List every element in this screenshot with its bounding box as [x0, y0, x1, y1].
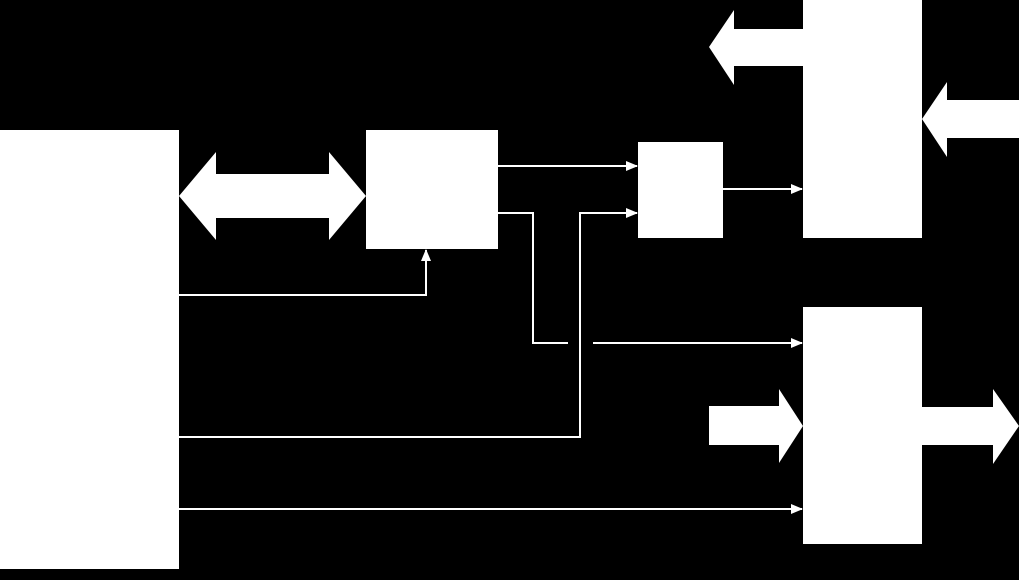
top-right-input-bus-arrow	[922, 82, 1019, 157]
bidirectional-bus-arrow	[179, 152, 366, 240]
left-to-small-signal-line	[179, 208, 638, 438]
bottom-right-output-bus-arrow	[922, 389, 1019, 464]
top-right-block	[803, 0, 922, 238]
center-block	[366, 130, 498, 249]
small-block	[638, 142, 723, 238]
left-to-center-signal-line	[179, 249, 431, 296]
top-right-output-bus-arrow	[709, 10, 803, 85]
bottom-right-input-bus-arrow	[709, 389, 803, 463]
bottom-right-block	[803, 307, 922, 544]
left-block	[0, 130, 179, 569]
center-to-bottom-right-signal-line-part1	[498, 212, 568, 344]
